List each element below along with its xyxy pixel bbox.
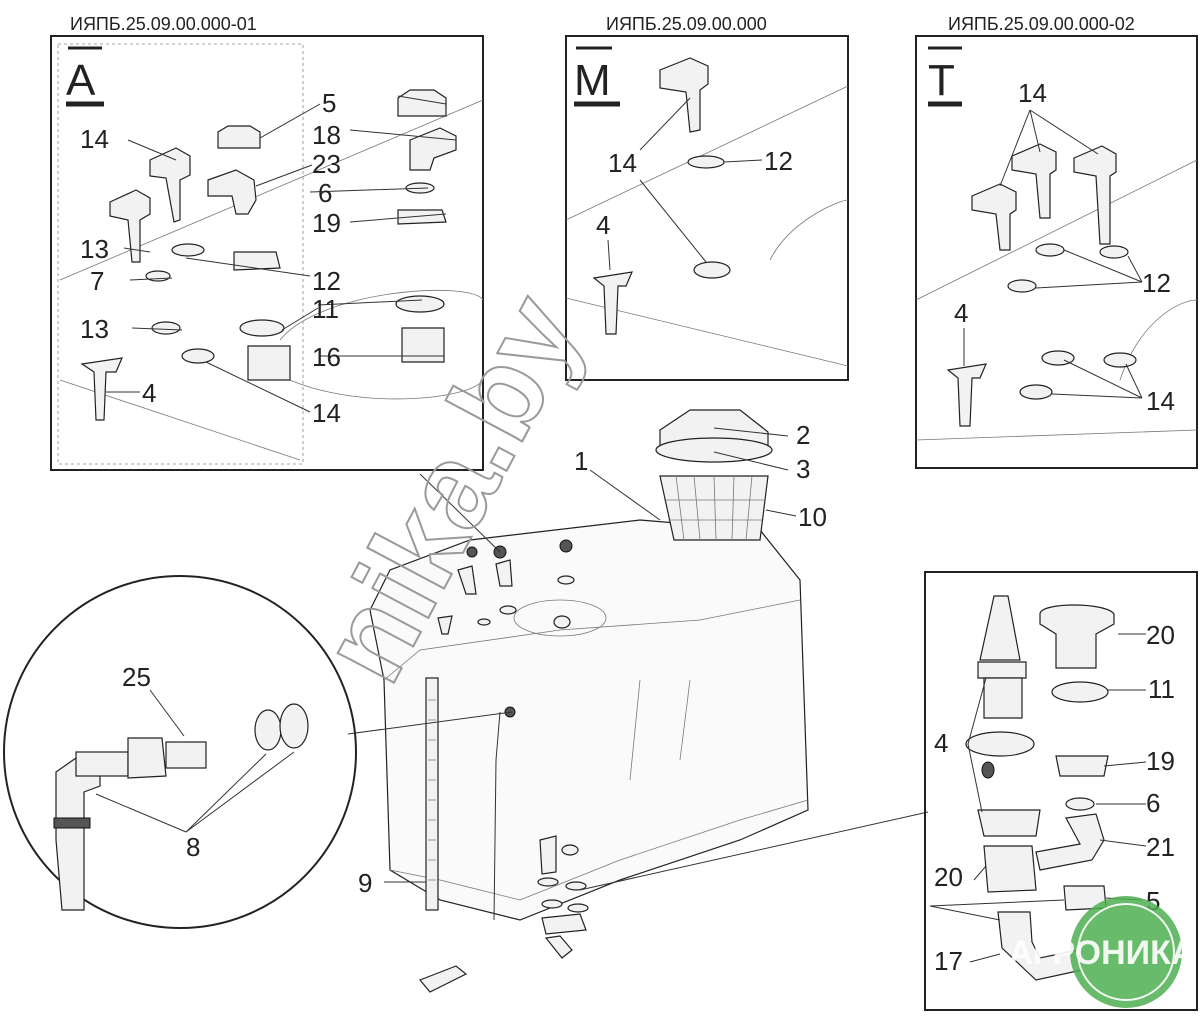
callout-circle-8: 8 [186, 832, 200, 862]
callout-main-1: 1 [574, 446, 588, 476]
panel-m-parts [592, 57, 731, 335]
panel-a-parts [80, 89, 457, 421]
panel-a-leader-lines [106, 95, 457, 413]
panel-m-leader-lines [607, 97, 763, 271]
callout-a-19: 19 [312, 208, 341, 238]
callout-a-4: 4 [142, 378, 156, 408]
detail-panel-parts [965, 595, 1115, 981]
panel-t-leader-lines [963, 109, 1143, 399]
callout-t-14-top: 14 [1018, 78, 1047, 108]
callout-main-10: 10 [798, 502, 827, 532]
callout-a-6: 6 [318, 178, 332, 208]
callout-a-14-top: 14 [80, 124, 109, 154]
callout-a-7: 7 [90, 266, 104, 296]
callout-t-14-bottom: 14 [1146, 386, 1175, 416]
callout-detail-20-bottom: 20 [934, 862, 963, 892]
callout-t-4: 4 [954, 298, 968, 328]
callout-circle-25: 25 [122, 662, 151, 692]
callout-main-9: 9 [358, 868, 372, 898]
main-leader-lines [347, 427, 929, 891]
callout-main-2: 2 [796, 420, 810, 450]
callout-t-12: 12 [1142, 268, 1171, 298]
callout-a-14-bottom: 14 [312, 398, 341, 428]
callout-detail-17: 17 [934, 946, 963, 976]
callout-detail-4: 4 [934, 728, 948, 758]
callout-m-12: 12 [764, 146, 793, 176]
circle-leader-lines [95, 689, 295, 833]
callout-a-23: 23 [312, 149, 341, 179]
strainer-assembly [655, 409, 773, 541]
callout-a-13-top: 13 [80, 234, 109, 264]
panel-a-dashed-boundary [57, 43, 304, 465]
logo-text: АГРОНИКА [1009, 934, 1196, 972]
circle-detail-parts [53, 703, 309, 911]
callout-detail-6: 6 [1146, 788, 1160, 818]
circle-detail-frame [3, 575, 357, 929]
logo-circle [1070, 896, 1182, 1008]
callout-main-3: 3 [796, 454, 810, 484]
callout-a-12: 12 [312, 266, 341, 296]
panel-t-frame [915, 35, 1198, 469]
panel-a-code: ИЯПБ.25.09.00.000-01 [70, 14, 257, 34]
callout-detail-19: 19 [1146, 746, 1175, 776]
panel-a-tank-contour [59, 99, 484, 461]
panel-m-letter: M [574, 56, 611, 105]
top-small-parts [437, 539, 575, 635]
panel-a-frame [50, 35, 484, 471]
callout-m-4: 4 [596, 210, 610, 240]
callout-a-5: 5 [322, 88, 336, 118]
agronika-logo: АГРОНИКА [1009, 896, 1196, 1008]
panel-m-code: ИЯПБ.25.09.00.000 [606, 14, 767, 34]
callout-a-11: 11 [312, 294, 339, 324]
panel-t-parts [946, 143, 1137, 427]
callout-a-16: 16 [312, 342, 341, 372]
callout-detail-11: 11 [1148, 674, 1175, 704]
panel-t-letter: T [928, 56, 955, 105]
bottom-fittings [419, 835, 589, 993]
callout-detail-20-top: 20 [1146, 620, 1175, 650]
callout-m-14: 14 [608, 148, 637, 178]
callout-detail-21: 21 [1146, 832, 1175, 862]
detail-panel-frame [924, 571, 1198, 1011]
panel-a-letter: A [66, 56, 96, 105]
panel-m-frame [565, 35, 849, 381]
panel-t-code: ИЯПБ.25.09.00.000-02 [948, 14, 1135, 34]
callout-a-13-bottom: 13 [80, 314, 109, 344]
callout-a-18: 18 [312, 120, 341, 150]
